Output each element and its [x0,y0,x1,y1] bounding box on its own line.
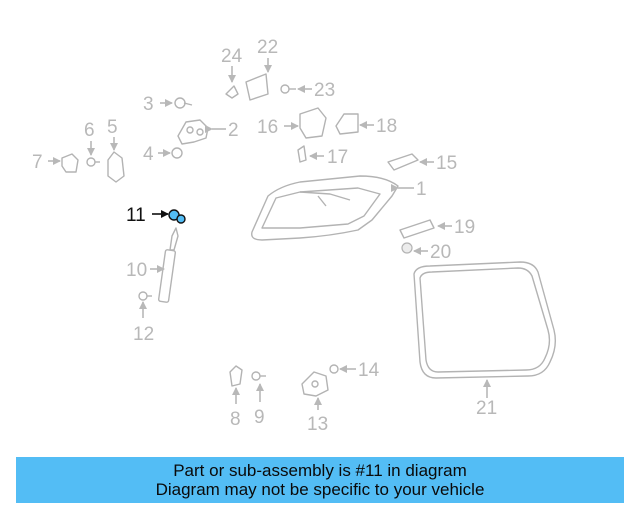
callout-4: 4 [143,144,154,165]
part-15-handle [387,153,434,171]
part-8-block [229,365,243,404]
part-7-cap [48,153,79,173]
part-13-striker [301,371,329,410]
part-20-bumper [401,242,428,255]
part-4-nut [158,147,183,159]
part-3-bolt [160,97,193,109]
callout-9: 9 [254,407,265,428]
part-6-clip [86,141,100,167]
info-banner: Part or sub-assembly is #11 in diagram D… [16,457,624,503]
callout-2: 2 [228,120,239,141]
callout-19: 19 [454,217,475,238]
banner-line-2: Diagram may not be specific to your vehi… [155,480,485,499]
part-24-grommet [225,66,239,99]
part-22-bracket [245,58,272,101]
callout-15: 15 [436,153,457,174]
part-9-fastener [251,371,266,402]
part-14-bolt [329,364,356,374]
callout-10: 10 [126,260,147,281]
part-2-hinge [177,119,226,145]
callout-21: 21 [476,398,497,419]
callout-1: 1 [416,179,427,200]
part-16-latch [284,107,327,139]
callout-11: 11 [126,205,146,226]
callout-12: 12 [133,324,154,345]
callout-5: 5 [107,117,118,138]
part-23-screw [280,84,312,94]
callout-3: 3 [143,94,154,115]
callout-13: 13 [307,414,328,435]
banner-line-1: Part or sub-assembly is #11 in diagram [173,461,467,480]
callout-18: 18 [376,116,397,137]
part-1-liftgate [251,175,414,241]
part-11-ball-stud [152,209,186,224]
callout-8: 8 [230,409,241,430]
part-5-bracket [107,137,125,183]
callout-24: 24 [221,46,243,67]
part-21-weatherstrip [413,261,557,398]
callout-6: 6 [84,120,95,141]
callout-20: 20 [430,242,451,263]
part-17-bolt [297,145,324,163]
part-19-trim [399,219,452,239]
callout-23: 23 [314,80,335,101]
part-18-cover [335,113,374,135]
part-12-stud [138,291,152,318]
parts-diagram: 1 2 3 4 5 6 7 11 [32,37,557,435]
callout-14: 14 [358,360,380,381]
callout-17: 17 [327,147,348,168]
part-10-lift-strut [150,227,179,303]
callout-22: 22 [257,37,278,58]
callout-16: 16 [257,117,278,138]
callout-7: 7 [32,152,43,173]
